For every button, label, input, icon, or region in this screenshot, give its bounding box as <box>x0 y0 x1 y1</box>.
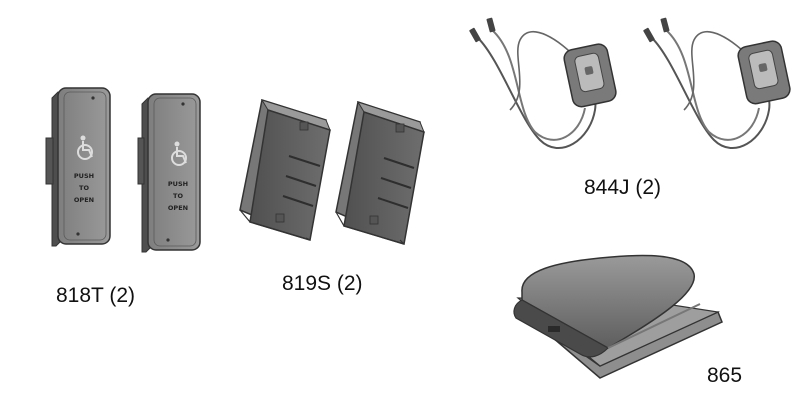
push-text-line-2: TO <box>173 192 183 200</box>
jamb-switch-844j-left <box>469 17 617 150</box>
receiver-865 <box>513 254 723 379</box>
product-label-818t: 818T (2) <box>56 284 135 307</box>
push-text-line-3: OPEN <box>168 204 188 212</box>
push-text-line-2: TO <box>79 184 89 192</box>
push-text-line-1: PUSH <box>74 172 94 180</box>
product-label-865: 865 <box>707 364 743 387</box>
push-text-line-3: OPEN <box>74 196 94 204</box>
push-text-line-1: PUSH <box>168 180 188 188</box>
push-plate-818t-right: PUSH TO OPEN <box>137 93 201 253</box>
product-label-844j: 844J (2) <box>584 176 662 199</box>
back-box-819s-left <box>239 99 331 241</box>
back-box-819s-right <box>335 101 425 245</box>
product-label-819s: 819S (2) <box>282 272 363 295</box>
push-plate-818t-left: PUSH TO OPEN <box>45 87 111 247</box>
jamb-switch-844j-right <box>643 17 791 150</box>
wheelchair-icon <box>77 135 93 160</box>
wheelchair-icon <box>171 141 187 166</box>
